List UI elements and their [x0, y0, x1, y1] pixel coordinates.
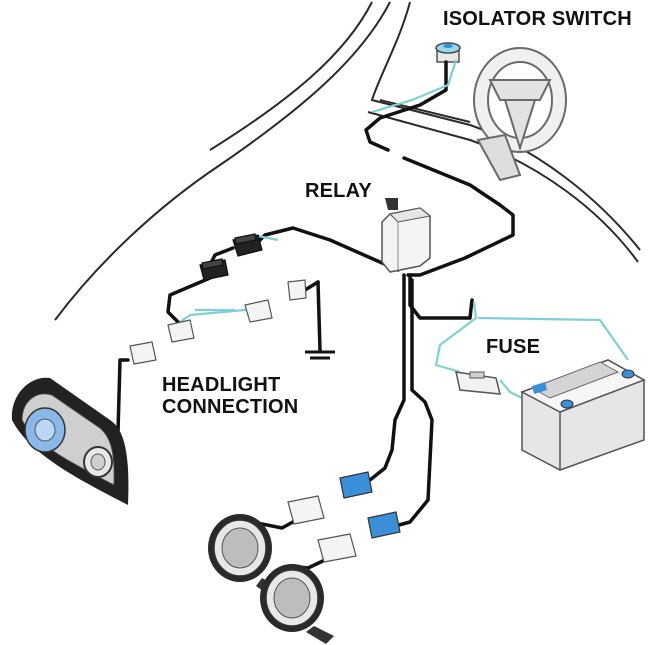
- vehicle-body-outline: [54, 1, 641, 321]
- relay-label: RELAY: [305, 180, 372, 202]
- headlight-connection-label: HEADLIGHT CONNECTION: [162, 374, 298, 418]
- ground-symbol: [305, 350, 335, 360]
- harness-connectors: [129, 233, 307, 365]
- isolator-switch: [435, 42, 461, 63]
- fuse-label: FUSE: [486, 336, 541, 358]
- steering-wheel: [473, 47, 567, 182]
- headlight-label-line1: HEADLIGHT: [162, 374, 281, 396]
- battery: [520, 359, 646, 471]
- light-connectors: [287, 471, 401, 563]
- harness-wires: [116, 60, 515, 570]
- vehicle-headlight: [11, 377, 129, 505]
- relay: [381, 198, 432, 273]
- driving-light-left: [208, 514, 282, 600]
- isolator-switch-label: ISOLATOR SWITCH: [443, 8, 632, 30]
- driving-light-right: [260, 564, 334, 644]
- headlight-label-line2: CONNECTION: [162, 396, 299, 418]
- inline-fuse: [455, 371, 501, 395]
